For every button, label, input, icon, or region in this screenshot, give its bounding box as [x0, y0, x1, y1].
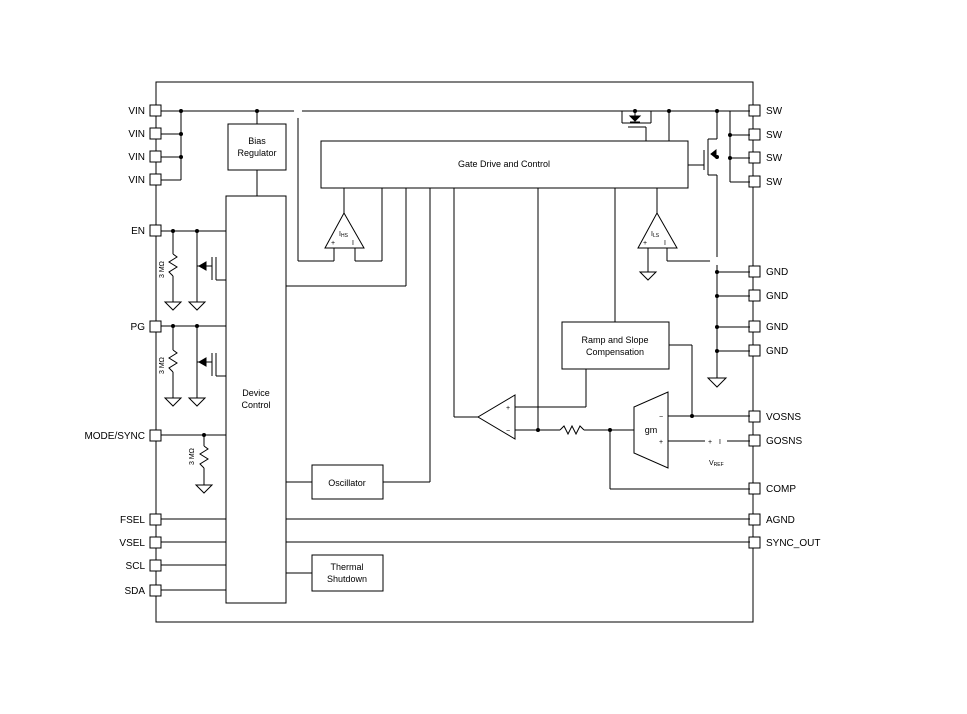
ihs-sense-amp	[294, 104, 383, 262]
gm-amplifier	[633, 344, 750, 469]
pin-vin-2: VIN	[128, 129, 145, 140]
pin-mode-sync: MODE/SYNC	[84, 431, 145, 442]
ramp-label-1: Ramp and Slope	[581, 335, 648, 345]
comp-minus: −	[506, 428, 510, 435]
vin-wiring	[161, 110, 750, 196]
pin-vin-4: VIN	[128, 175, 145, 186]
pin-vosns: VOSNS	[766, 412, 801, 423]
right-pin-boxes	[748, 104, 761, 549]
pin-gnd-4: GND	[766, 346, 788, 357]
mode-resistor-label: 3 MΩ	[189, 448, 196, 465]
pin-sw-3: SW	[766, 153, 783, 164]
vref-label: VREF	[709, 460, 724, 468]
pin-agnd: AGND	[766, 515, 795, 526]
bias-label-2: Regulator	[237, 148, 276, 158]
gnd-wiring	[706, 271, 750, 388]
ils-bar: I	[664, 240, 666, 247]
pin-sda: SDA	[124, 586, 145, 597]
pin-sw-2: SW	[766, 130, 783, 141]
io-wiring	[161, 518, 750, 591]
pin-gnd-1: GND	[766, 267, 788, 278]
oscillator-label: Oscillator	[328, 478, 366, 488]
pg-resistor-label: 3 MΩ	[159, 357, 166, 374]
pin-scl: SCL	[126, 561, 146, 572]
ils-plus: +	[643, 240, 647, 247]
pin-comp: COMP	[766, 484, 796, 495]
device-label-2: Control	[241, 400, 270, 410]
ihs-bar: I	[352, 240, 354, 247]
comp-resistor	[559, 424, 585, 436]
thermal-label-2: Shutdown	[327, 574, 367, 584]
ramp-compensation-block	[561, 321, 670, 370]
pin-vin-3: VIN	[128, 152, 145, 163]
pin-vin-1: VIN	[128, 106, 145, 117]
pin-pg: PG	[131, 322, 146, 333]
comp-plus: +	[506, 405, 510, 412]
gate-drive-label: Gate Drive and Control	[458, 159, 550, 169]
gm-plus: +	[659, 439, 663, 446]
device-label-1: Device	[242, 388, 270, 398]
pwm-comparator	[453, 188, 587, 440]
thermal-label-1: Thermal	[330, 562, 363, 572]
vref-plus: +	[708, 439, 712, 446]
control-wiring	[286, 188, 616, 574]
pin-fsel: FSEL	[120, 515, 145, 526]
gate-drive-block	[320, 140, 689, 189]
pin-gosns: GOSNS	[766, 436, 802, 447]
thermal-shutdown-block	[311, 554, 384, 592]
device-control-block	[225, 195, 287, 604]
ramp-label-2: Compensation	[586, 347, 644, 357]
pin-sw-4: SW	[766, 177, 783, 188]
pin-en: EN	[131, 226, 145, 237]
ils-sense-amp	[637, 188, 724, 281]
ils-label: ILS	[651, 231, 660, 239]
sw-wiring	[716, 110, 750, 183]
pin-gnd-3: GND	[766, 322, 788, 333]
pin-sw-1: SW	[766, 106, 783, 117]
gm-label: gm	[645, 425, 658, 435]
bias-regulator-block	[227, 123, 287, 171]
mode-sync-circuit	[161, 434, 226, 494]
ihs-plus: +	[331, 240, 335, 247]
pin-gnd-2: GND	[766, 291, 788, 302]
pin-sync-out: SYNC_OUT	[766, 538, 820, 549]
gm-minus: −	[659, 414, 663, 421]
pin-vsel: VSEL	[119, 538, 145, 549]
ihs-label: IHS	[339, 231, 349, 239]
en-resistor-label: 3 MΩ	[159, 261, 166, 278]
vref-bar: I	[719, 439, 721, 446]
bias-label-1: Bias	[248, 136, 266, 146]
